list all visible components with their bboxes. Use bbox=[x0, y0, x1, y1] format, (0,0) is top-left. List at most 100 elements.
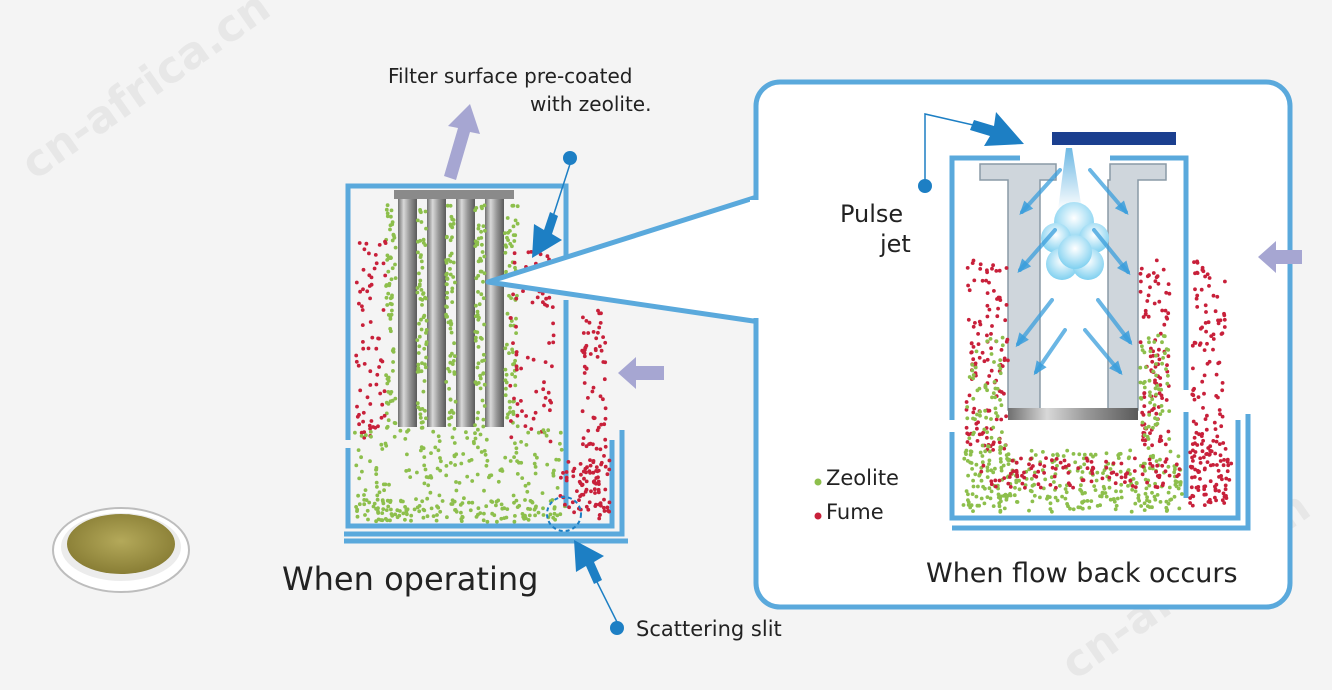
zeolite-particle bbox=[444, 260, 449, 265]
fume-particle bbox=[1148, 431, 1152, 435]
fume-particle bbox=[545, 303, 549, 308]
zeolite-particle bbox=[1178, 480, 1183, 485]
fume-particle bbox=[602, 377, 607, 382]
zeolite-particle bbox=[1138, 380, 1143, 385]
zeolite-particle bbox=[513, 358, 517, 363]
zeolite-particle bbox=[966, 503, 971, 507]
fume-particle bbox=[1166, 354, 1171, 359]
zeolite-particle bbox=[444, 380, 449, 384]
flowback-outer-channel bbox=[952, 414, 1251, 531]
zeolite-particle bbox=[386, 291, 391, 296]
fume-particle bbox=[1194, 430, 1199, 435]
zeolite-particle bbox=[508, 459, 513, 463]
fume-particle bbox=[1217, 408, 1222, 412]
zeolite-particle bbox=[391, 360, 395, 364]
fume-particle bbox=[575, 489, 579, 493]
fume-particle bbox=[997, 268, 1002, 273]
zeolite-particle bbox=[386, 313, 391, 317]
zeolite-particle bbox=[445, 295, 449, 300]
zeolite-particle bbox=[983, 449, 988, 454]
zeolite-particle bbox=[1080, 500, 1084, 505]
fume-particle bbox=[1160, 483, 1165, 488]
zeolite-particle bbox=[383, 482, 388, 487]
fume-particle bbox=[601, 397, 605, 402]
zeolite-particle bbox=[431, 429, 436, 434]
zeolite-particle bbox=[391, 347, 396, 351]
zeolite-particle bbox=[374, 472, 379, 476]
zeolite-particle bbox=[475, 365, 480, 370]
zeolite-particle bbox=[1089, 499, 1094, 503]
fume-particle bbox=[1153, 484, 1158, 489]
zeolite-particle bbox=[478, 269, 483, 274]
zeolite-particle bbox=[384, 283, 389, 287]
zeolite-particle bbox=[510, 372, 514, 377]
fume-particle bbox=[977, 432, 982, 437]
fume-particle bbox=[1226, 463, 1231, 468]
fume-particle bbox=[978, 267, 983, 271]
zeolite-particle bbox=[457, 481, 462, 485]
fume-particle bbox=[1113, 481, 1118, 486]
zeolite-particle bbox=[978, 450, 983, 455]
zeolite-particle bbox=[1134, 481, 1139, 485]
fume-particle bbox=[368, 369, 373, 374]
fume-particle bbox=[997, 478, 1002, 483]
zeolite-particle bbox=[982, 427, 987, 432]
fume-particle bbox=[1148, 285, 1152, 290]
fume-particle bbox=[1200, 379, 1205, 384]
zeolite-particle bbox=[555, 513, 560, 518]
fume-particle bbox=[971, 258, 976, 263]
fume-particle bbox=[1188, 496, 1193, 500]
zeolite-particle bbox=[1003, 443, 1008, 448]
zeolite-particle bbox=[510, 347, 514, 352]
fume-particle bbox=[607, 467, 612, 472]
zeolite-particle bbox=[357, 502, 362, 507]
zeolite-particle bbox=[520, 476, 525, 480]
zeolite-particle bbox=[421, 515, 426, 520]
fume-particle bbox=[566, 460, 571, 464]
zeolite-particle bbox=[418, 412, 423, 417]
zeolite-particle bbox=[1055, 463, 1059, 468]
zeolite-particle bbox=[409, 518, 413, 523]
fume-particle bbox=[989, 368, 994, 373]
zeolite-particle bbox=[1093, 452, 1098, 457]
zeolite-particle bbox=[476, 290, 480, 294]
zeolite-particle bbox=[1148, 400, 1152, 405]
zeolite-particle bbox=[389, 390, 394, 394]
filter-tube-4 bbox=[485, 199, 504, 427]
zeolite-particle bbox=[532, 461, 537, 466]
zeolite-particle bbox=[375, 497, 380, 502]
zeolite-particle bbox=[445, 515, 449, 520]
zeolite-particle bbox=[966, 492, 970, 497]
zeolite-particle bbox=[994, 339, 999, 344]
fume-particle bbox=[1222, 458, 1226, 462]
zeolite-particle bbox=[1156, 333, 1160, 338]
fume-particle bbox=[1151, 271, 1156, 275]
zeolite-particle bbox=[1145, 434, 1150, 439]
zeolite-particle bbox=[435, 504, 439, 509]
fume-particle bbox=[1143, 311, 1148, 316]
zeolite-particle bbox=[965, 405, 970, 409]
fume-particle bbox=[1140, 438, 1145, 442]
fume-particle bbox=[383, 241, 388, 246]
zeolite-particle bbox=[985, 339, 990, 344]
fume-particle bbox=[546, 390, 551, 395]
zeolite-particle bbox=[523, 498, 527, 502]
fume-particle bbox=[1175, 474, 1179, 479]
fume-particle bbox=[1130, 484, 1135, 488]
zeolite-particle bbox=[438, 509, 443, 514]
fume-particle bbox=[1190, 442, 1195, 446]
fume-particle bbox=[1140, 472, 1145, 477]
zeolite-particle bbox=[390, 308, 394, 313]
zeolite-particle bbox=[483, 228, 487, 233]
fume-particle bbox=[598, 501, 603, 505]
zeolite-particle bbox=[992, 360, 996, 364]
zeolite-particle bbox=[420, 265, 425, 270]
fume-particle bbox=[354, 280, 359, 285]
zeolite-particle bbox=[991, 425, 996, 430]
fume-particle bbox=[1203, 417, 1208, 421]
zeolite-particle bbox=[482, 449, 487, 453]
zeolite-particle bbox=[533, 471, 538, 476]
zeolite-particle bbox=[357, 476, 362, 481]
scattering-slit-marker bbox=[546, 496, 582, 532]
zeolite-particle bbox=[510, 203, 515, 208]
